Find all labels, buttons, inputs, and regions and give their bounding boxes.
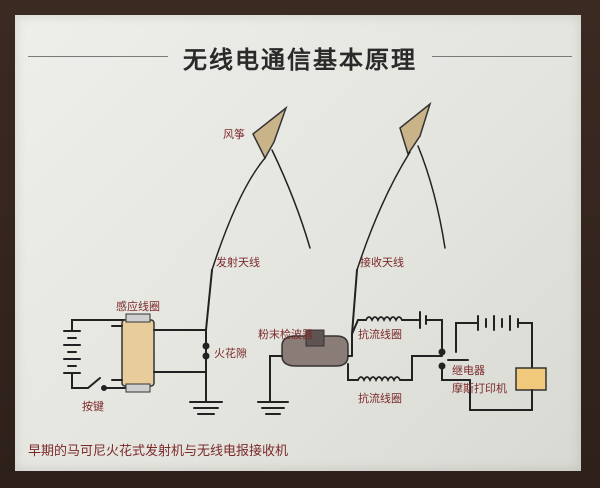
transmit-kite-string-left: [211, 157, 266, 271]
coherer-plug: [305, 329, 325, 347]
choke-coil-top-wire-in: [351, 319, 367, 335]
caption: 早期的马可尼火花式发射机与无线电报接收机: [28, 444, 289, 459]
spark-gap-top: [202, 342, 210, 350]
label-transmit-antenna: 发射天线: [216, 256, 260, 269]
receive-antenna-wire: [351, 269, 358, 357]
transmit-kite: [252, 105, 288, 160]
choke-coil-top: [365, 316, 403, 323]
title-rule-right: [432, 56, 572, 57]
relay-contact-top: [438, 348, 446, 356]
battery-bottom-wire: [71, 372, 89, 389]
receive-kite-string-right: [417, 145, 446, 249]
label-choke-top: 抗流线圈: [358, 328, 402, 341]
transmit-kite-string-right: [271, 149, 311, 249]
choke-coil-bottom: [357, 376, 401, 383]
display-panel: [15, 15, 581, 471]
induction-coil-cap-bottom: [125, 383, 151, 393]
printer-battery: [477, 315, 519, 331]
label-spark-gap: 火花隙: [214, 347, 247, 360]
receive-kite-string-left: [356, 151, 411, 271]
label-morse-printer: 摩斯打印机: [452, 382, 507, 395]
label-key: 按键: [82, 400, 104, 413]
label-relay: 继电器: [452, 364, 485, 377]
receive-ground: [257, 401, 289, 415]
label-induction-coil: 感应线圈: [116, 300, 160, 313]
choke-bottom-wire-in: [347, 363, 359, 381]
printer-battery-right-wire: [517, 322, 533, 369]
printer-return-wire: [469, 379, 533, 411]
title-rule-left: [28, 56, 168, 57]
label-receive-antenna: 接收天线: [360, 256, 404, 269]
label-coherer: 粉末检波器: [258, 328, 313, 341]
receive-kite: [399, 101, 432, 156]
morse-printer: [515, 367, 547, 391]
label-kite: 风筝: [223, 128, 245, 141]
small-battery-wire: [425, 319, 443, 353]
coherer-left-wire: [269, 355, 283, 403]
key-switch: [87, 377, 101, 389]
transmit-ground: [189, 401, 223, 415]
transmit-battery: [63, 330, 81, 374]
relay-arm: [441, 365, 471, 381]
choke-bottom-wire-out: [399, 355, 443, 381]
label-choke-bottom: 抗流线圈: [358, 392, 402, 405]
printer-battery-left-wire: [455, 322, 479, 327]
transmit-antenna-wire: [205, 269, 213, 403]
page-title: 无线电通信基本原理: [183, 46, 417, 74]
induction-coil-cap-top: [125, 313, 151, 323]
induction-coil: [121, 319, 155, 387]
spark-gap-bottom: [202, 352, 210, 360]
